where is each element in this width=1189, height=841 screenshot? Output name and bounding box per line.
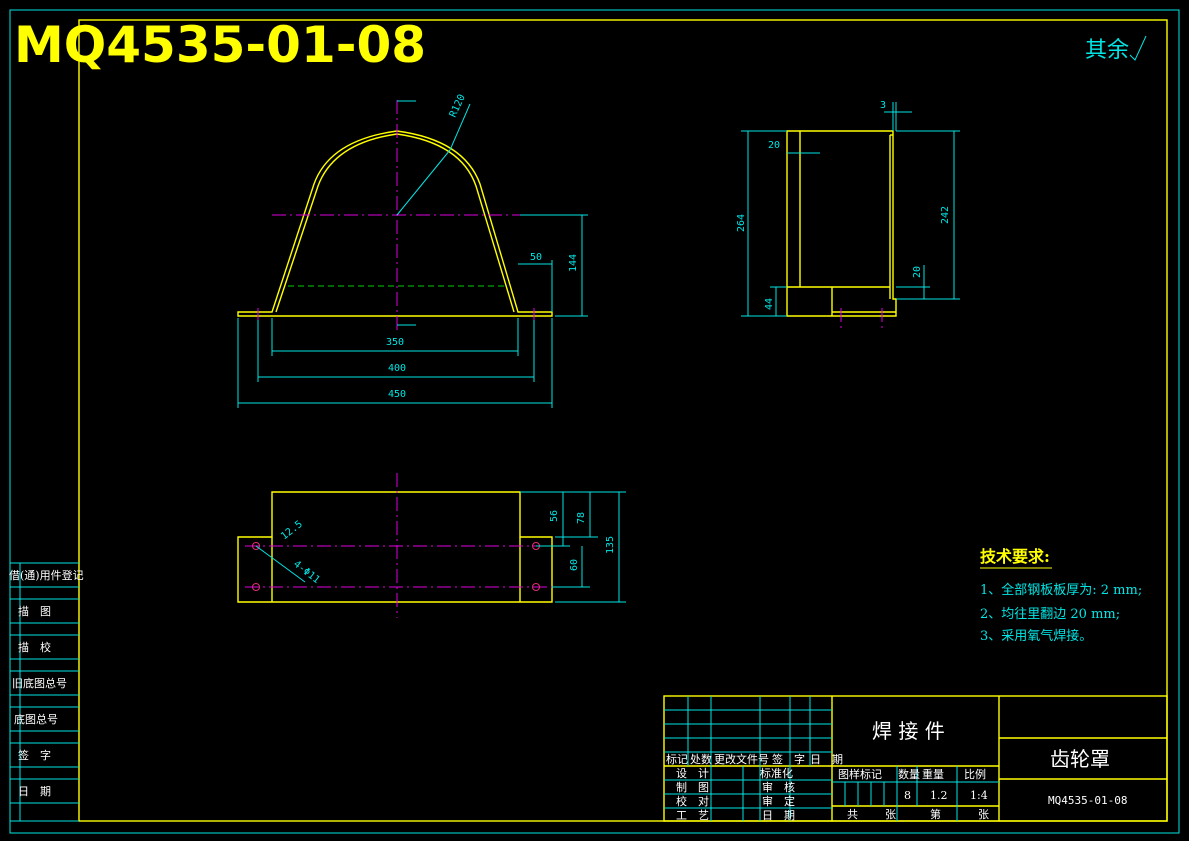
sheet-label: 张 [978, 808, 989, 821]
side-panel: 借(通)用件登记 描 图 描 校 旧底图总号 底图总号 签 字 日 期 [9, 562, 84, 822]
dim-44: 44 [764, 298, 775, 310]
side-label-3: 描 校 [18, 640, 51, 654]
sheet-no-label: 第 [930, 807, 941, 821]
role-standard: 标准化 [760, 766, 793, 780]
tech-req-item-1: 1、全部钢板板厚为: 2 mm; [980, 582, 1142, 598]
top-view-outline [237, 491, 553, 603]
side-label-1: 借(通)用件登记 [9, 568, 84, 582]
role-check: 校 对 [676, 794, 709, 808]
rev-header-3: 更改文件号 [714, 752, 769, 766]
dim-12-5: 12.5 [279, 519, 305, 543]
sheet-outer-border [9, 9, 1180, 834]
dim-400: 400 [388, 363, 406, 374]
sheets-total-label: 共 [847, 808, 858, 821]
drawing-code: MQ4535-01-08 [1048, 794, 1127, 807]
dim-78: 78 [576, 512, 587, 524]
top-view: 12.5 4-Φ11 56 78 60 135 [237, 473, 626, 618]
dim-60: 60 [569, 559, 580, 571]
rev-header-2: 处数 [690, 753, 712, 766]
tech-requirements: 技术要求: 1、全部钢板板厚为: 2 mm; 2、均往里翻边 20 mm; 3、… [980, 547, 1142, 644]
tech-req-item-2: 2、均往里翻边 20 mm; [980, 607, 1120, 622]
qty-value: 8 [904, 789, 911, 802]
dim-144: 144 [568, 254, 579, 272]
hole-1 [252, 542, 260, 550]
title-block-frame [663, 695, 1168, 822]
dim-20a: 20 [768, 140, 780, 151]
role-review: 审 核 [762, 780, 795, 794]
role-process: 工 艺 [676, 809, 709, 822]
side-label-2: 描 图 [18, 604, 51, 618]
radius-leader [396, 149, 451, 216]
dim-56: 56 [549, 510, 560, 522]
front-view-inner-edge [275, 133, 515, 313]
drawing-number-title: MQ4535-01-08 [14, 16, 426, 74]
rev-header-1: 标记 [666, 752, 688, 766]
dim-135: 135 [605, 536, 616, 554]
hole-2 [252, 583, 260, 591]
role-design: 设 计 [676, 767, 709, 780]
sheets-label: 张 [885, 808, 896, 821]
dim-264: 264 [736, 214, 747, 232]
drawing-frame [78, 19, 1168, 822]
dim-450: 450 [388, 389, 406, 400]
front-view-outline [237, 130, 553, 317]
hole-leader [255, 545, 306, 583]
dim-242: 242 [940, 206, 951, 224]
tech-req-title: 技术要求: [980, 547, 1050, 566]
side-label-4: 旧底图总号 [12, 676, 67, 690]
part-name: 齿轮罩 [1050, 747, 1110, 771]
side-label-5: 底图总号 [14, 712, 58, 726]
hole-4 [532, 583, 540, 591]
attr-header-3: 重量 [922, 767, 944, 781]
dim-50: 50 [530, 252, 542, 263]
dim-holes: 4-Φ11 [291, 559, 321, 586]
front-view: R120 350 400 450 50 144 [237, 93, 588, 408]
role-date: 日 期 [762, 809, 795, 822]
scale-value: 1:4 [970, 789, 988, 802]
attr-header-1: 图样标记 [838, 767, 882, 781]
side-label-6: 签 字 [18, 748, 51, 762]
attr-header-2: 数量 [898, 768, 920, 781]
process-name: 焊 接 件 [872, 719, 945, 743]
dim-20b: 20 [912, 266, 923, 278]
radius-leader-ext [449, 103, 471, 151]
roughness-symbol [1129, 35, 1147, 61]
side-label-7: 日 期 [18, 785, 51, 798]
role-approve: 审 定 [762, 794, 795, 808]
weight-value: 1.2 [930, 789, 948, 802]
tech-req-item-3: 3、采用氧气焊接。 [980, 628, 1092, 644]
role-draw: 制 图 [676, 781, 709, 794]
title-block: 标记 处数 更改文件号 签 字 日 期 设 计 制 图 校 对 工 艺 标准化 … [663, 695, 1168, 822]
side-view: 3 20 264 44 242 20 [736, 100, 960, 330]
rev-header-5: 日 期 [810, 753, 843, 766]
dim-350: 350 [386, 337, 404, 348]
side-view-outline [786, 130, 897, 317]
rev-header-4: 签 字 [772, 752, 805, 766]
dim-3: 3 [880, 100, 886, 111]
attr-header-4: 比例 [964, 767, 986, 781]
surface-note: 其余 [1085, 38, 1129, 63]
